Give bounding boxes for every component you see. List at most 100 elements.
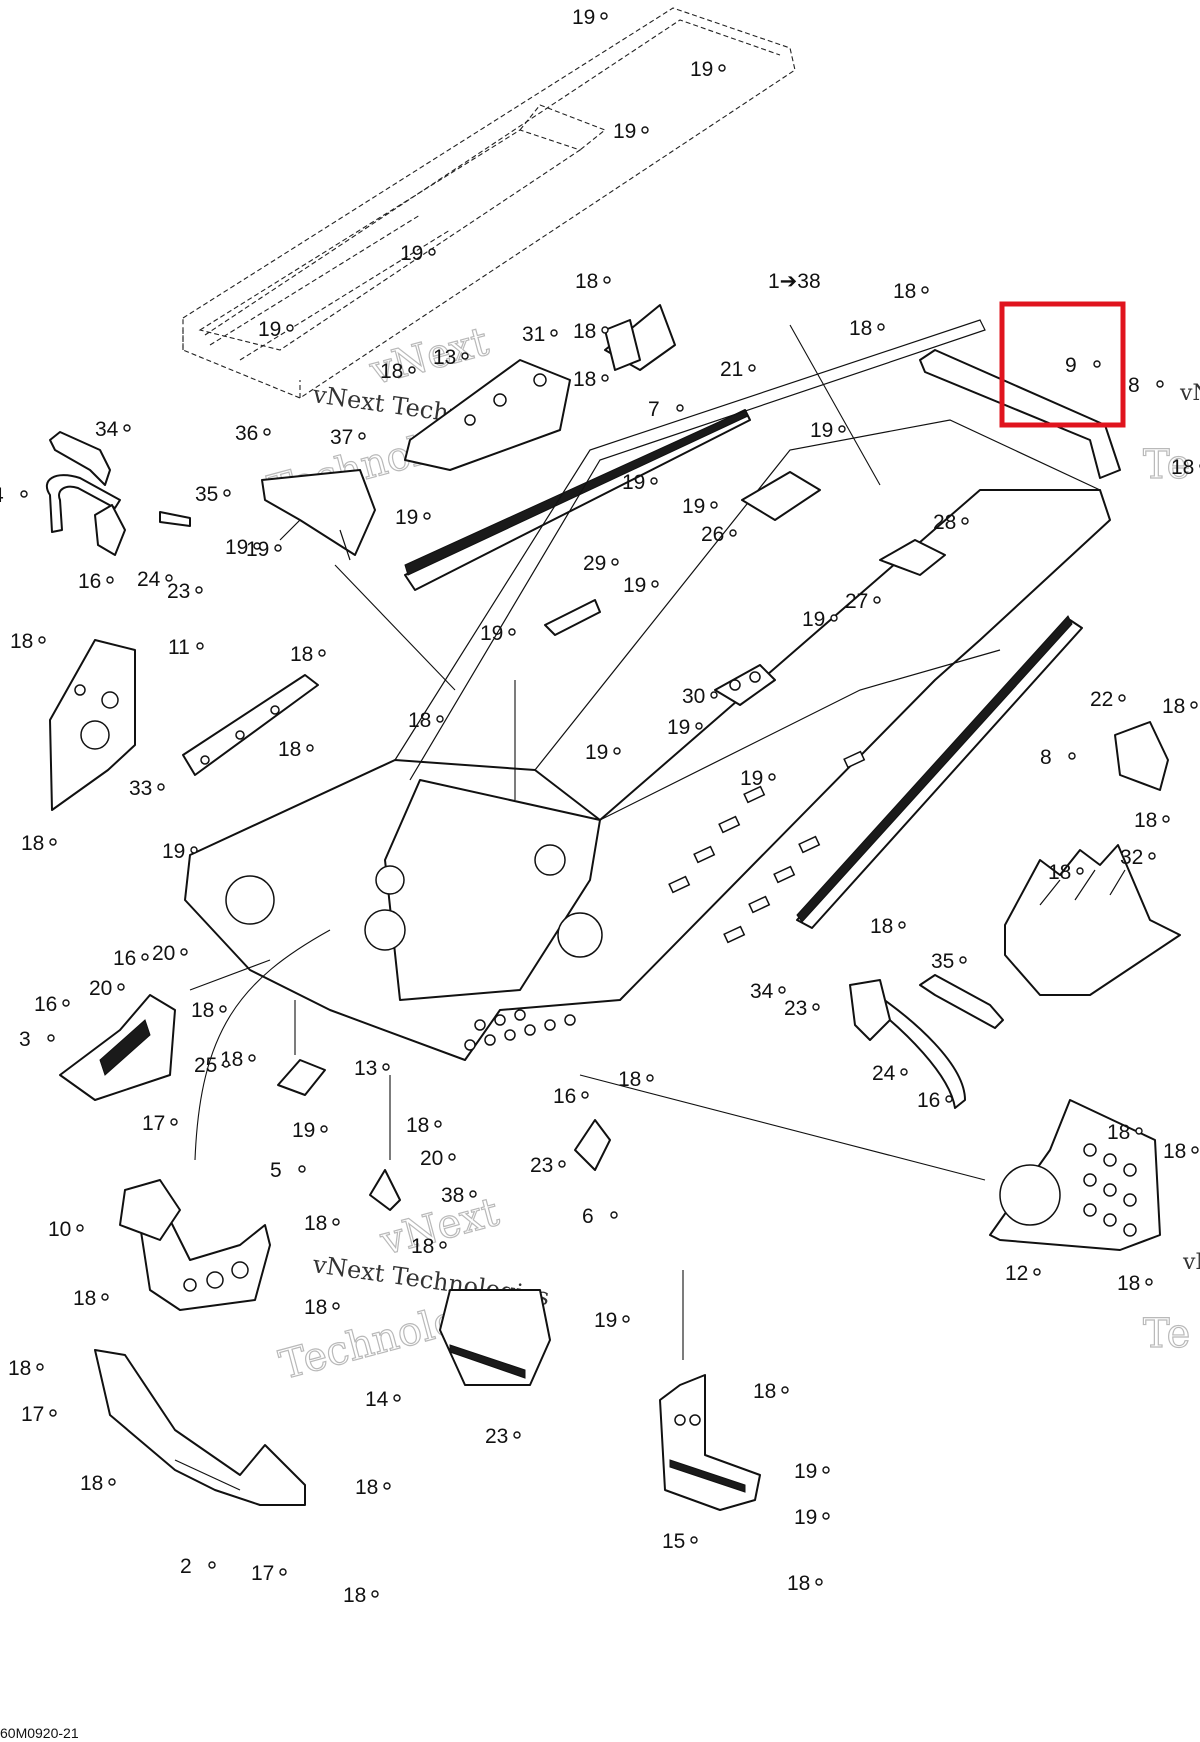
callout-label: 18 — [290, 643, 313, 666]
callout-label: 19 — [594, 1309, 617, 1332]
screw-icon — [436, 715, 444, 723]
screw-icon — [558, 1160, 566, 1168]
part-21-rail — [404, 409, 751, 591]
screw-icon — [822, 1466, 830, 1474]
callout-label: 19 — [623, 574, 646, 597]
part-36-bracket — [261, 469, 376, 561]
callout-label: 20 — [89, 977, 112, 1000]
callout-label: 18 — [1163, 1140, 1186, 1163]
part-34-handle-right — [919, 974, 1004, 1029]
screw-icon — [1190, 701, 1198, 709]
screw-icon — [222, 1060, 230, 1068]
screw-icon — [601, 374, 609, 382]
callout-label: 18 — [343, 1584, 366, 1607]
part-34-handle-left — [49, 431, 111, 486]
callout-label: 18 — [220, 1048, 243, 1071]
screw-icon — [101, 1293, 109, 1301]
screw-icon — [921, 286, 929, 294]
screw-icon — [469, 1190, 477, 1198]
callout-label: 14 — [365, 1388, 389, 1411]
callout-label: 18 — [573, 368, 596, 391]
callout-label: 18 — [1048, 861, 1071, 884]
callout-label: 18 — [1117, 1272, 1140, 1295]
callout-label: 27 — [845, 590, 868, 613]
screw-icon — [393, 1394, 401, 1402]
screw-icon — [676, 404, 684, 412]
screw-icon — [320, 1125, 328, 1133]
callout-label: 4 — [0, 484, 4, 507]
screw-icon — [195, 586, 203, 594]
part-13-bracket — [277, 1059, 326, 1096]
callout-label: 23 — [530, 1154, 553, 1177]
part-38-bracket — [369, 1169, 401, 1211]
screw-icon — [371, 1590, 379, 1598]
callout-label: 23 — [784, 997, 807, 1020]
screw-icon — [690, 1536, 698, 1544]
callout-label: 35 — [195, 483, 218, 506]
screw-icon — [778, 986, 786, 994]
callout-label: 19 — [292, 1119, 315, 1142]
watermark-edge-right-2: vN — [1182, 1250, 1200, 1275]
screw-icon — [873, 596, 881, 604]
callout-label: 32 — [1120, 846, 1143, 869]
part-5-tube — [849, 979, 966, 1109]
screw-icon — [408, 366, 416, 374]
screw-icon — [718, 64, 726, 72]
part-29-bracket — [544, 599, 601, 636]
callout-label: 9 — [1065, 354, 1077, 377]
callout-label: 16 — [917, 1089, 940, 1112]
callout-label: 13 — [354, 1057, 377, 1080]
callout-label: 19 — [802, 608, 825, 631]
screw-icon — [877, 323, 885, 331]
callout-label: 16 — [34, 993, 57, 1016]
part-8-bracket — [1114, 721, 1169, 791]
callout-label: 19 — [794, 1460, 817, 1483]
callout-label: 22 — [1090, 688, 1113, 711]
screw-icon — [298, 1165, 306, 1173]
callout-label: 19 — [162, 840, 185, 863]
screw-icon — [274, 544, 282, 552]
callout-label: 26 — [701, 523, 724, 546]
callout-label: 18 — [406, 1114, 429, 1137]
callout-label: 19 — [667, 716, 690, 739]
callout-label: 19 — [395, 506, 418, 529]
callout-label: 18 — [304, 1212, 327, 1235]
callout-label: 19 — [682, 495, 705, 518]
screw-icon — [318, 649, 326, 657]
screw-icon — [358, 432, 366, 440]
screw-icon — [650, 477, 658, 485]
screw-icon — [219, 1005, 227, 1013]
screw-icon — [838, 425, 846, 433]
screw-icon — [1093, 360, 1101, 368]
callout-label: 23 — [167, 580, 190, 603]
callout-label: 18 — [753, 1380, 776, 1403]
screw-icon — [165, 574, 173, 582]
screw-icon — [461, 352, 469, 360]
callout-label: 20 — [420, 1147, 443, 1170]
screw-icon — [448, 1153, 456, 1161]
part-30-bracket — [714, 664, 776, 706]
callout-label: 18 — [573, 320, 596, 343]
screw-icon — [651, 580, 659, 588]
part-27-bracket — [879, 539, 946, 576]
callout-label: 18 — [355, 1476, 378, 1499]
callout-label: 34 — [95, 418, 119, 441]
callout-label: 7 — [648, 398, 660, 421]
callout-label: 19 — [810, 419, 833, 442]
callout-label: 18 — [21, 832, 44, 855]
watermark-edge-right-1: Te — [1143, 442, 1190, 488]
part-15-bracket — [659, 1374, 761, 1511]
callout-label: 31 — [522, 323, 545, 346]
callout-label: 18 — [1171, 456, 1194, 479]
callout-label: 18 — [408, 709, 431, 732]
callout-label: 18 — [278, 738, 301, 761]
callout-label: 19 — [622, 471, 645, 494]
part-32-plate — [1004, 844, 1181, 996]
callout-label: 19 — [400, 242, 423, 265]
callout-label: 19 — [225, 536, 248, 559]
callout-label: 18 — [80, 1472, 103, 1495]
screw-icon — [729, 529, 737, 537]
screw-icon — [223, 489, 231, 497]
screw-icon — [748, 364, 756, 372]
screw-icon — [1156, 380, 1164, 388]
